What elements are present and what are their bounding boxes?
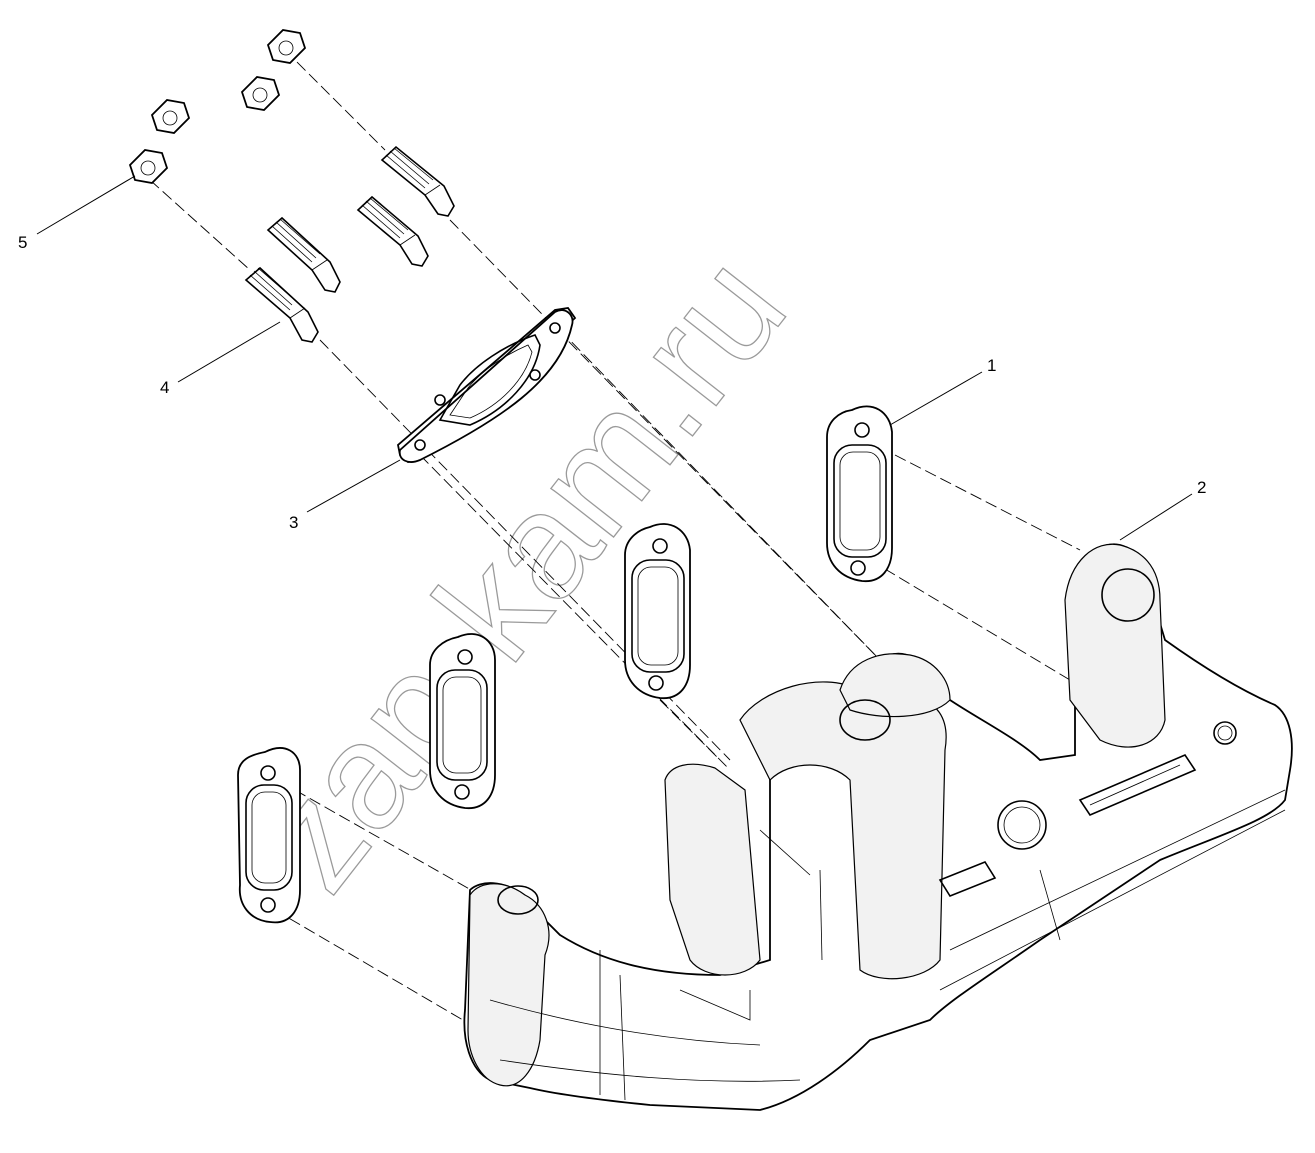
- nut-1: [128, 149, 169, 184]
- callout-2: 2: [1197, 478, 1206, 497]
- stud-4: [380, 145, 455, 217]
- callout-4: 4: [160, 378, 169, 397]
- nuts: [128, 29, 307, 184]
- nut-4: [266, 29, 307, 64]
- stud-1: [244, 266, 319, 343]
- callout-leaders: [36, 175, 1193, 541]
- nut-2: [150, 99, 191, 134]
- assembly-lines: [149, 49, 1081, 1031]
- manifold-gasket-1: [237, 747, 301, 924]
- stud-2: [266, 216, 341, 293]
- manifold-gasket-2: [429, 633, 496, 809]
- exhaust-manifold: [463, 543, 1293, 1111]
- manifold-gasket-4: [826, 405, 893, 582]
- callout-5: 5: [18, 233, 27, 252]
- studs: [244, 145, 455, 343]
- callout-3: 3: [289, 513, 298, 532]
- flange-gasket: [397, 307, 577, 463]
- nut-3: [240, 76, 281, 111]
- callout-1: 1: [987, 356, 996, 375]
- stud-3: [356, 195, 429, 267]
- manifold-gaskets: [237, 405, 893, 924]
- manifold-gasket-3: [624, 523, 691, 699]
